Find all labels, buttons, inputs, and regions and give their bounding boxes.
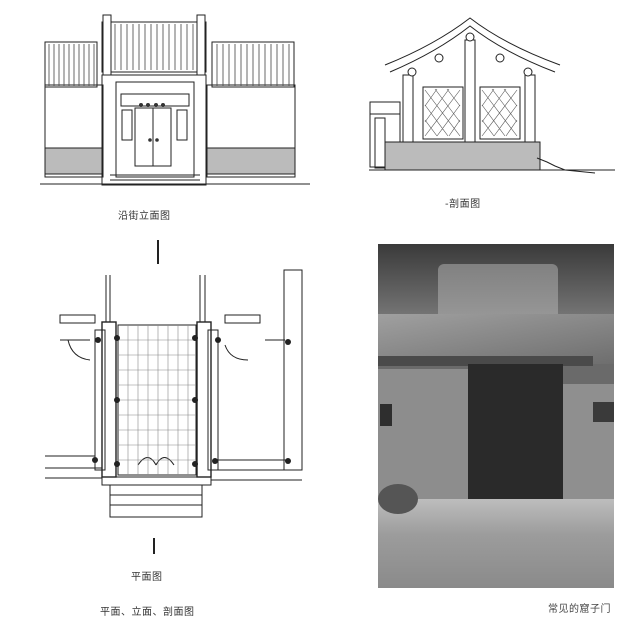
- street-elevation-drawing: [40, 14, 310, 186]
- divider-mark: [153, 538, 155, 554]
- plan-drawing: [45, 269, 303, 518]
- section-caption: -剖面图: [445, 199, 481, 210]
- photo-caption: 常见的窟子门: [548, 604, 611, 615]
- divider-mark: [157, 240, 159, 264]
- street-elevation-caption: 沿街立面图: [118, 211, 171, 222]
- group-caption: 平面、立面、剖面图: [100, 607, 195, 618]
- gateway-photo: [378, 244, 614, 588]
- section-drawing: [369, 17, 615, 174]
- plan-caption: 平面图: [131, 572, 163, 583]
